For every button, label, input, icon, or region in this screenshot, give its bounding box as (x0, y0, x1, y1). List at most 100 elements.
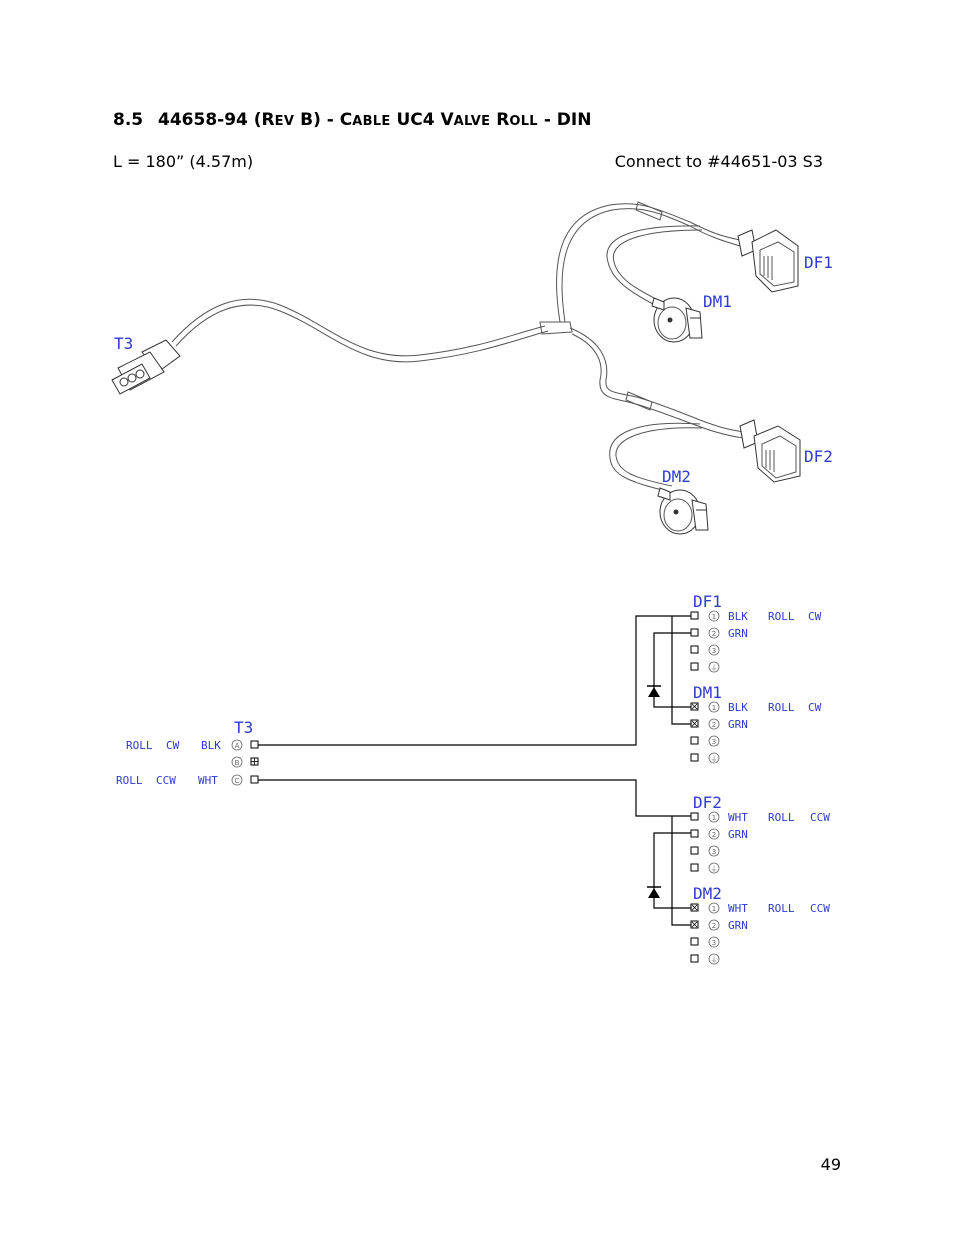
wire-dm2-return (671, 816, 691, 926)
dm2-pin-row: ⏚ (690, 953, 720, 965)
t3-connector (111, 339, 181, 395)
df1-wire-color: GRN (728, 627, 748, 640)
df2-pin-row: ⏚ (690, 862, 720, 874)
dm1-pin-row: 3 (690, 735, 720, 747)
df1-pin-number: 3 (712, 647, 716, 655)
dm2-pin-number: 2 (712, 922, 716, 930)
wiring-schematic: T3 ROLL CW BLK A B ROLL CCW WHT (116, 592, 830, 965)
diode-1 (647, 685, 661, 697)
t3-pin-c-name: ROLL (116, 774, 143, 787)
title-part: UC4 V (390, 110, 454, 130)
page-number: 49 (820, 1155, 841, 1174)
drawing-label-df1: DF1 (804, 253, 833, 272)
df2-wire-color: WHT (728, 811, 748, 824)
drawing-label-dm1: DM1 (703, 292, 732, 311)
t3-pin-c-color: WHT (198, 774, 218, 787)
dm2-signal-name: ROLL (768, 902, 795, 915)
dm1-pin-row: 1 BLK ROLL CW (690, 701, 822, 714)
dm2-wire-color: GRN (728, 919, 748, 932)
df2-pin-number: 1 (712, 814, 716, 822)
df1-terminal (690, 611, 699, 620)
df1-pin-number: 1 (712, 613, 716, 621)
df2-pin-row: 3 (690, 845, 720, 857)
df2-terminal (690, 812, 699, 821)
df2-terminal (690, 846, 699, 855)
dm1-pin-number: 3 (712, 738, 716, 746)
cable-length: L = 180” (4.57m) (113, 152, 254, 171)
df1-title: DF1 (693, 592, 722, 611)
df1-pin-group: DF1 1 BLK ROLL CW 2 GRN 3 ⏚ (690, 592, 822, 673)
dm1-signal-name: ROLL (768, 701, 795, 714)
title-part: 44658-94 (R (158, 110, 275, 130)
df1-pin-row: 2 GRN (690, 627, 748, 640)
t3-pin-c: ROLL CCW WHT C (116, 774, 259, 787)
df1-pin-row: ⏚ (690, 661, 720, 673)
dm1-pin-number: 1 (712, 704, 716, 712)
t3-pin-b: B (231, 756, 259, 768)
dm1-plug (651, 297, 703, 343)
dm1-terminal (690, 753, 699, 762)
df2-signal-dir: CCW (810, 811, 830, 824)
t3-pin-c-dir: CCW (156, 774, 176, 787)
df1-pin-number: 2 (712, 630, 716, 638)
dm2-signal-dir: CCW (810, 902, 830, 915)
wire-roll-cw (258, 615, 691, 746)
title-part: R (490, 110, 510, 130)
t3-pin-b-letter: B (235, 759, 240, 767)
df1-wire-color: BLK (728, 610, 748, 623)
df2-din-connector (739, 419, 801, 483)
t3-pin-a: ROLL CW BLK A (126, 739, 259, 752)
df2-terminal (690, 829, 699, 838)
t3-pin-c-letter: C (235, 777, 240, 785)
dm1-wire-color: BLK (728, 701, 748, 714)
dm2-pin-number: 3 (712, 939, 716, 947)
df2-title: DF2 (693, 793, 722, 812)
df1-terminal (690, 645, 699, 654)
t3-pin-a-dir: CW (166, 739, 180, 752)
diode-2 (647, 886, 661, 898)
title-part: - DIN (537, 110, 592, 130)
cable-assembly-drawing: T3 DF1 DM1 DF2 DM2 (111, 201, 833, 535)
df1-signal-dir: CW (808, 610, 822, 623)
dm2-plug (657, 487, 709, 535)
dm1-signal-dir: CW (808, 701, 822, 714)
dm2-terminal (690, 937, 699, 946)
drawing-label-dm2: DM2 (662, 467, 691, 486)
df2-pin-number: ⏚ (711, 865, 718, 873)
dm2-terminal (690, 954, 699, 963)
dm2-pin-row: 3 (690, 936, 720, 948)
dm1-title: DM1 (693, 683, 722, 702)
title-part: B) - C (294, 110, 353, 130)
wire-dm1-return (671, 616, 691, 725)
section-number: 8.5 (113, 110, 144, 130)
title-part: ALVE (453, 114, 491, 129)
connect-note: Connect to #44651-03 S3 (614, 152, 823, 171)
drawing-label-t3: T3 (114, 334, 133, 353)
df1-pin-number: ⏚ (711, 664, 718, 672)
dm1-pin-number: 2 (712, 721, 716, 729)
dm1-terminal (690, 736, 699, 745)
df1-signal-name: ROLL (768, 610, 795, 623)
df2-pin-number: 3 (712, 848, 716, 856)
df1-pin-row: 3 (690, 644, 720, 656)
df1-terminal (690, 628, 699, 637)
wire-roll-ccw (258, 779, 691, 817)
title-part: EV (274, 114, 295, 129)
df2-wire-color: GRN (728, 828, 748, 841)
dm2-wire-color: WHT (728, 902, 748, 915)
dm2-pin-number: ⏚ (711, 956, 718, 964)
t3-pin-a-name: ROLL (126, 739, 153, 752)
df1-din-connector (737, 229, 799, 293)
title-part: ABLE (352, 114, 391, 129)
df2-terminal (690, 863, 699, 872)
t3-pin-a-color: BLK (201, 739, 221, 752)
